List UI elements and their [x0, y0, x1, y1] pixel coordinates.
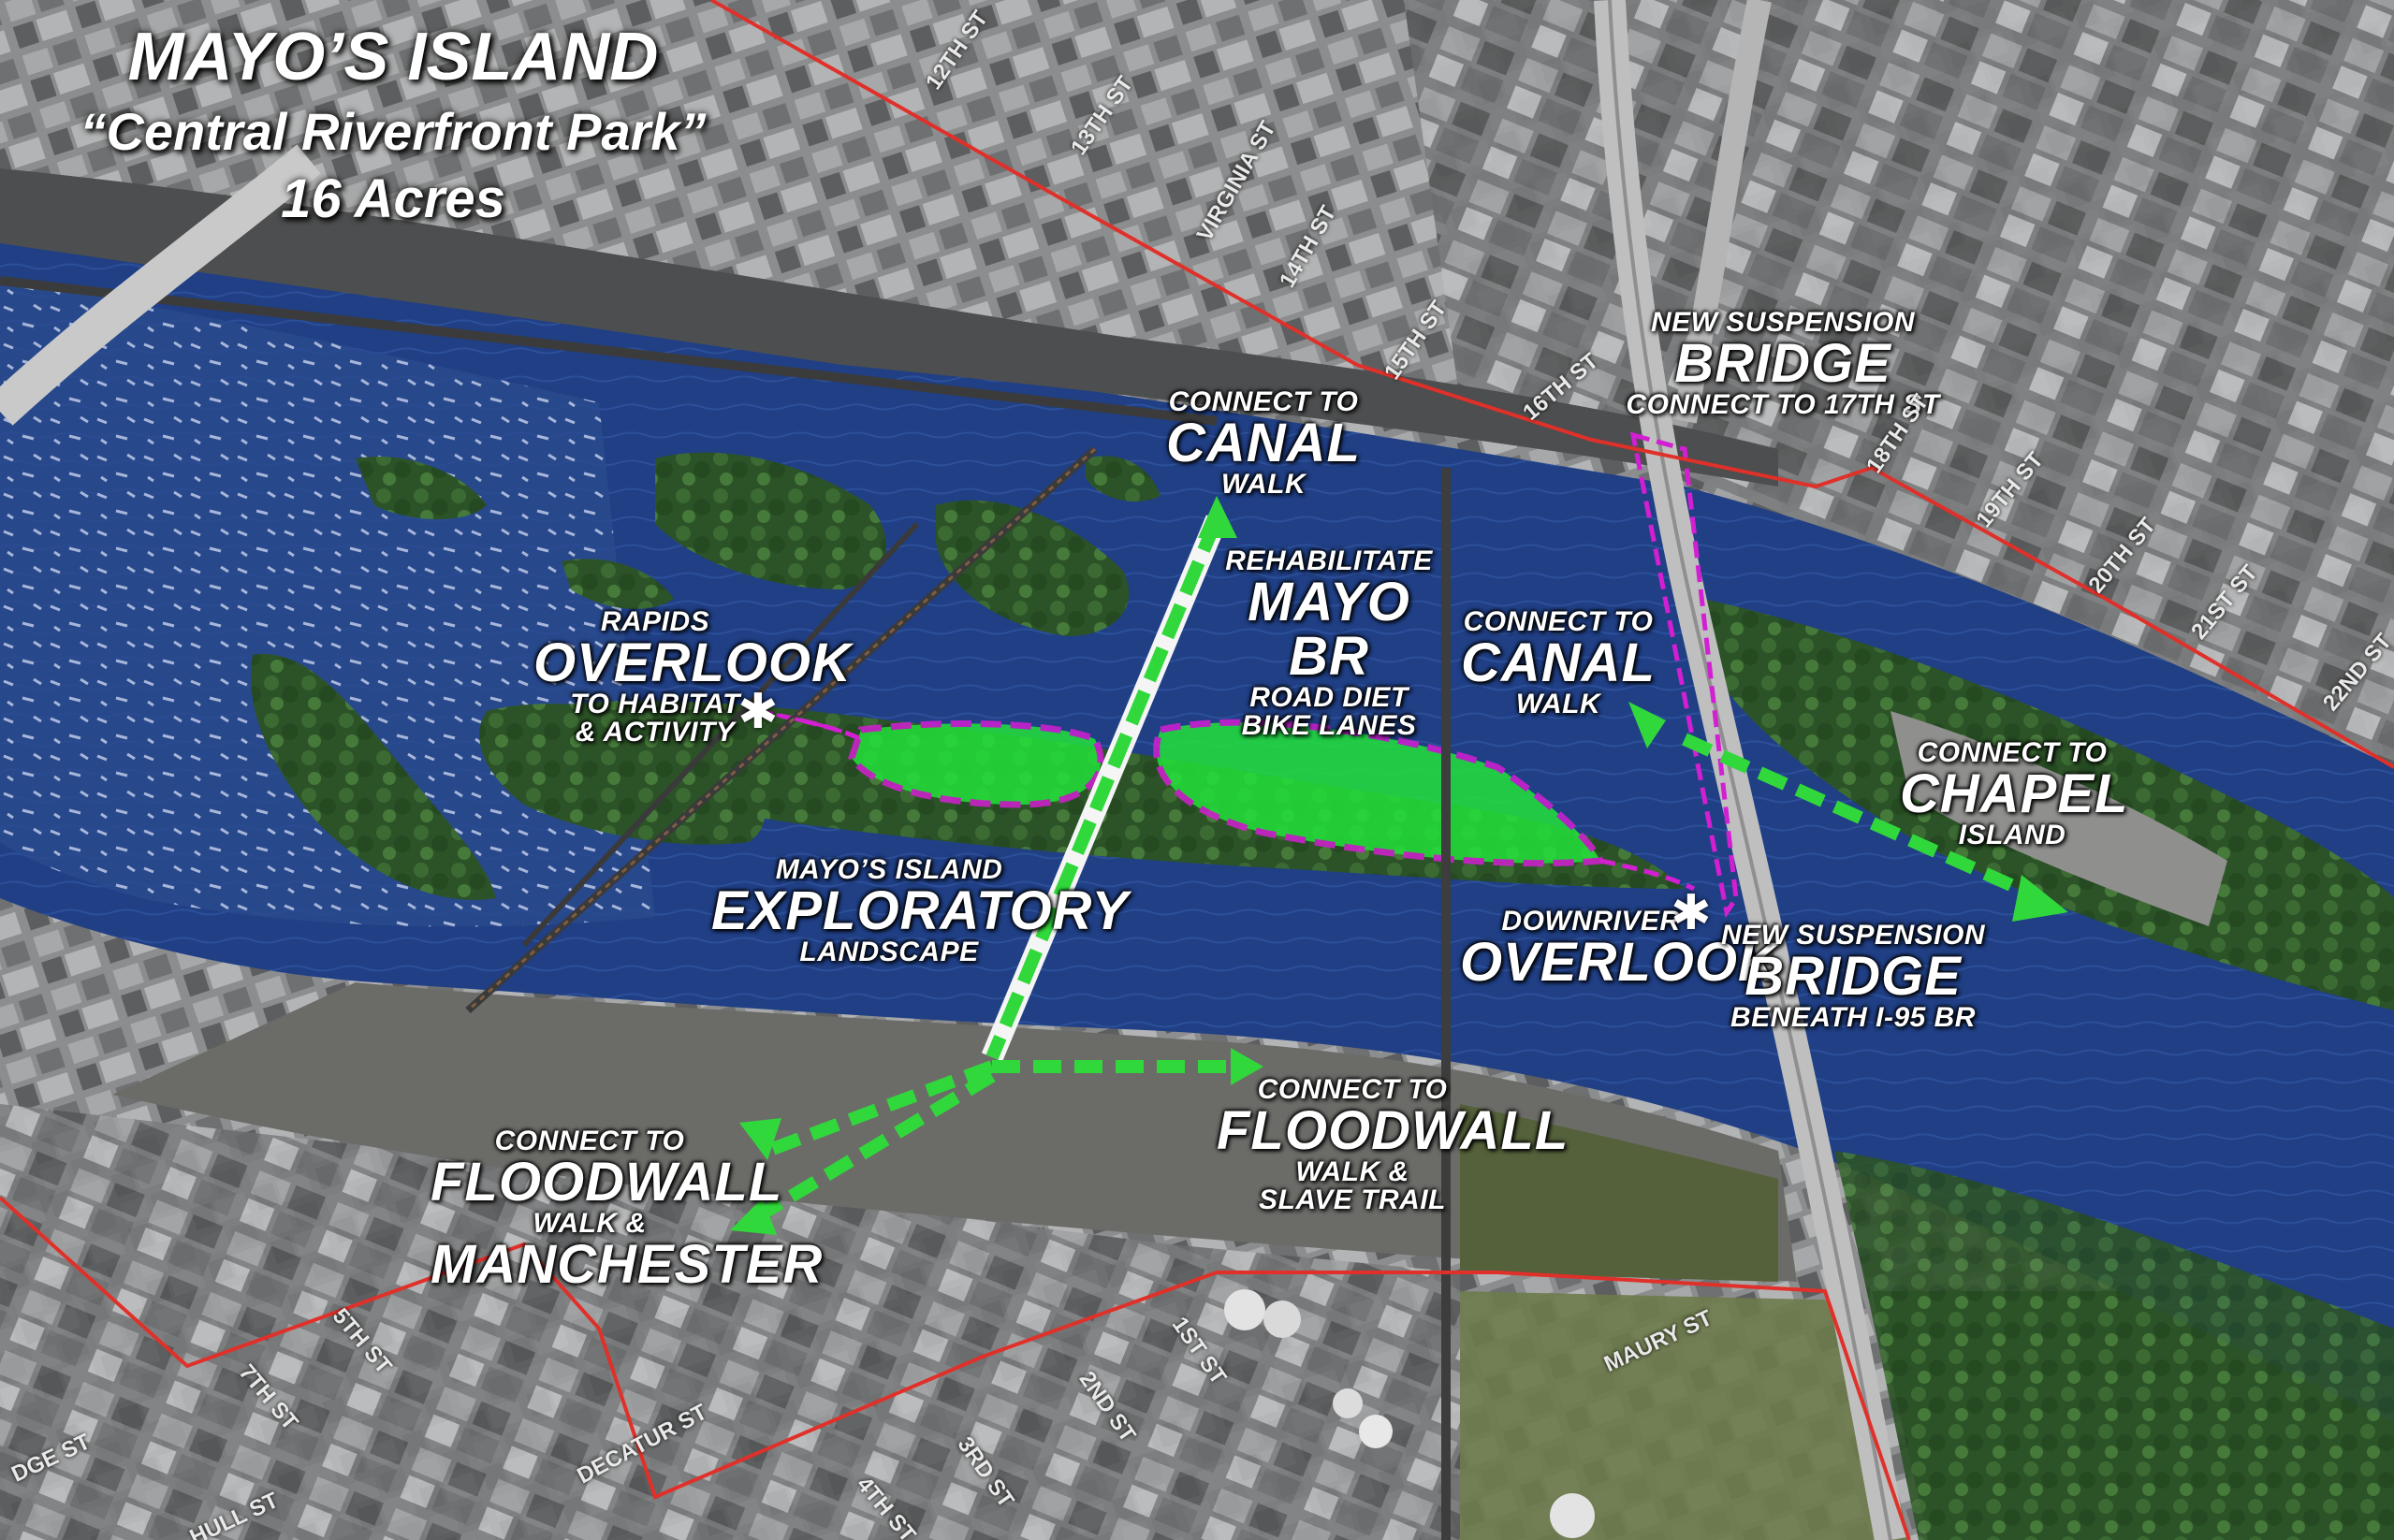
label-suspension-top: NEW SUSPENSION BRIDGE CONNECT TO 17TH ST	[1610, 309, 1956, 419]
rapids-small2: TO HABITAT	[570, 689, 740, 719]
chapel-big: CHAPEL	[1900, 763, 2129, 824]
mayo-br-small3: BIKE LANES	[1241, 710, 1417, 741]
mayo-br-big: MAYO BR	[1248, 572, 1410, 687]
suspension-top-small2: CONNECT TO 17TH ST	[1626, 389, 1940, 420]
floodwall-mid-big: FLOODWALL	[1217, 1100, 1569, 1161]
rapids-small1: RAPIDS	[600, 606, 710, 637]
label-mayo-br: REHABILITATE MAYO BR ROAD DIET BIKE LANE…	[1207, 547, 1451, 740]
label-suspension-bottom: NEW SUSPENSION BRIDGE BENEATH I-95 BR	[1713, 922, 1993, 1032]
chapel-small1: CONNECT TO	[1917, 737, 2108, 768]
rapids-overlook-marker: ✱	[737, 684, 779, 740]
label-exploratory: MAYO’S ISLAND EXPLORATORY LANDSCAPE	[711, 854, 1130, 967]
title-line3: 16 Acres	[281, 168, 505, 229]
suspension-top-big: BRIDGE	[1674, 333, 1891, 394]
label-floodwall-mid: CONNECT TO FLOODWALL WALK & SLAVE TRAIL	[1217, 1074, 1569, 1215]
canal-top-big: CANAL	[1166, 413, 1361, 473]
floodwall-mid-small3: SLAVE TRAIL	[1259, 1184, 1446, 1215]
floodwall-left-big: FLOODWALL	[431, 1152, 783, 1213]
canal-mid-small2: WALK	[1515, 689, 1601, 719]
rapids-big: OVERLOOK	[533, 632, 852, 693]
canal-mid-small1: CONNECT TO	[1463, 606, 1654, 637]
title-line1: MAYO’S ISLAND	[127, 20, 659, 94]
label-canal-top: CONNECT TO CANAL WALK	[1123, 388, 1404, 499]
suspension-bottom-small1: NEW SUSPENSION	[1720, 920, 1986, 951]
downriver-overlook-marker: ✱	[1671, 885, 1712, 941]
downriver-big: OVERLOOK	[1460, 932, 1778, 993]
canal-top-small1: CONNECT TO	[1168, 386, 1359, 417]
exploratory-big: EXPLORATORY	[711, 880, 1130, 941]
downriver-small1: DOWNRIVER	[1501, 906, 1681, 937]
exploratory-small1: MAYO’S ISLAND	[775, 854, 1003, 885]
suspension-top-small1: NEW SUSPENSION	[1650, 307, 1916, 338]
canal-top-small2: WALK	[1220, 469, 1306, 500]
chapel-small2: ISLAND	[1958, 820, 2066, 850]
label-floodwall-left: CONNECT TO FLOODWALL WALK & MANCHESTER	[431, 1126, 824, 1295]
canal-mid-big: CANAL	[1461, 632, 1656, 693]
rapids-small3: & ACTIVITY	[575, 717, 736, 748]
label-canal-mid: CONNECT TO CANAL WALK	[1446, 608, 1671, 719]
suspension-bottom-small2: BENEATH I-95 BR	[1730, 1002, 1976, 1033]
floodwall-mid-small2: WALK &	[1295, 1156, 1409, 1187]
floodwall-left-small1: CONNECT TO	[494, 1126, 685, 1156]
floodwall-left-big2: MANCHESTER	[431, 1234, 824, 1295]
exploratory-small2: LANDSCAPE	[799, 937, 979, 967]
title-line2: “Central Riverfront Park”	[80, 102, 707, 161]
suspension-bottom-big: BRIDGE	[1744, 946, 1962, 1007]
floodwall-mid-small1: CONNECT TO	[1257, 1074, 1448, 1105]
label-rapids-overlook: RAPIDS OVERLOOK TO HABITAT & ACTIVITY	[533, 606, 852, 748]
mayo-br-small2: ROAD DIET	[1249, 682, 1409, 713]
map-title: MAYO’S ISLAND “Central Riverfront Park” …	[66, 19, 721, 230]
label-chapel-island: CONNECT TO CHAPEL ISLAND	[1900, 737, 2129, 850]
floodwall-left-small2: WALK &	[533, 1208, 647, 1239]
mayo-br-small1: REHABILITATE	[1225, 545, 1433, 576]
